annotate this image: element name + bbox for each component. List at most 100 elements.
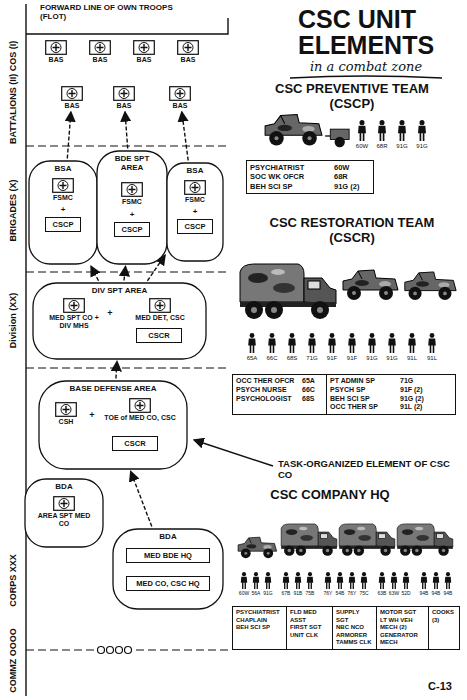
mos-code: 91G [363,355,381,362]
table-cell: BEH SCI SP [250,182,328,191]
echelon-label: BATTALIONS (II) COS (I) [8,32,19,152]
table-cell: UNIT CLK [290,632,329,640]
figure-head [410,333,415,338]
table-cell: BEH SCI SP [330,395,394,404]
area-oval: BASE DEFENSE AREACSHTOE of MED CO, CSCCS… [38,380,188,470]
truck-vehicle [281,524,337,556]
figure-body [288,339,296,346]
commz-boundary-mark [98,647,132,654]
table-cell: PSYCH NURSE [236,386,296,395]
figure-legs [311,345,314,353]
figure-legs [431,345,434,353]
text-label: CSC COMPANY HQ [230,488,430,503]
table-column: PSYCHIATRISTSOC WK OFCRBEH SCI SP [247,161,331,193]
area-shape [167,163,223,261]
mos-code: 91G [393,143,411,150]
mos-code: 60W [353,143,371,150]
medical-unit-symbol [129,398,151,413]
area-shape [33,283,206,359]
mos-code: 94B [430,591,442,597]
table-column: MOTOR SGTLT WH VEH MECH (2)GENERATOR MEC… [377,607,429,649]
area-name: BSA [166,162,224,175]
figure-head [338,572,342,576]
mos-code: 71G [303,355,321,362]
mos-code: 63W [388,591,400,597]
team-box: CSCP [177,219,213,234]
team-name: CSCP [118,225,146,234]
team-name: MED BDE HQ [130,551,206,560]
figure-body [358,126,366,133]
figure-legs [271,345,274,353]
mos-code: 60W [238,591,250,597]
figure-legs [291,345,294,353]
unit-symbol-node: FSMC [175,180,215,204]
figure-legs [360,133,363,141]
figure-head [434,572,438,576]
echelon-label: COMMZ OOOO [8,625,19,695]
figure-legs [391,345,394,353]
table-cell: FIRST SGT [290,624,329,632]
figure-head [290,333,295,338]
title: CSC UNIT ELEMENTS [298,6,463,58]
table-cell: OCC THER SP [330,403,394,412]
area-oval: BDAAREA SPT MED CO [24,478,104,548]
personnel-table: PSYCHIATRISTSOC WK OFCRBEH SCI SP60W68R9… [246,160,374,194]
text-label: in a combat zone [281,60,451,75]
medical-cross [134,41,155,55]
figure-legs [251,345,254,353]
figure-body [265,577,271,583]
table-column: COOKS (3) [429,607,459,649]
figure-legs [447,582,450,589]
figure-legs [423,582,426,589]
figure-body [349,577,355,583]
table-cell: PSYCHOLOGIST [236,395,296,404]
table-cell: ARMORER [336,632,373,640]
table-cell: PT ADMIN SP [330,377,394,386]
figure-body [388,339,396,346]
figure-body [328,339,336,346]
table-cell: 65A [302,377,323,386]
team-name: CSCR [140,331,178,340]
personnel-table: PSYCHIATRISTCHAPLAINBEH SCI SPFLD MED AS… [232,606,460,650]
figure-body [248,339,256,346]
figure-legs [381,582,384,589]
figure-legs [420,133,423,141]
table-cell: LT WH VEH MECH (2) [380,617,425,632]
figure-body [241,577,247,583]
figure-head [350,572,354,576]
support-flow-arrow [182,112,188,161]
mos-code: 67B [280,591,292,597]
area-oval: DIV SPT AREAMED SPT CO + DIV MHSMED DET,… [32,282,207,360]
area-name: BDE SPT AREA [96,150,168,172]
figure-head [380,572,384,576]
medical-unit-symbol [169,86,191,101]
mos-code: 91L [423,355,441,362]
figure-body [368,339,376,346]
area-name: BDA [24,478,104,491]
area-shape [97,151,167,264]
team-name: MED CO, CSC HQ [130,579,206,588]
table-column: 65A66C68S [299,375,327,414]
team-box: CSCP [114,222,150,237]
figure-legs [309,582,312,589]
subtitle-underline [290,76,442,78]
mos-code: 91F [323,355,341,362]
area-name: DIV SPT AREA [32,282,207,295]
echelon-label: BRIGADES (X) [8,155,19,265]
table-cell: PSYCHIATRIST [236,609,283,617]
text-label: TASK-ORGANIZED ELEMENT OF CSC CO [278,459,458,481]
table-column: OCC THER OFCRPSYCH NURSEPSYCHOLOGIST [233,375,299,414]
area-shape [113,529,223,609]
support-flow-arrow [116,362,117,379]
figure-legs [435,582,438,589]
figure-body [268,339,276,346]
figure-body [379,577,385,583]
table-column: 71G91F (2)91G (2)91L (2) [397,375,455,414]
medical-unit-symbol [133,40,155,55]
figure-head [250,333,255,338]
team-box: CSCR [112,436,158,451]
mos-code: 75B [304,591,316,597]
table-column: 60W68R91G (2) [331,161,373,193]
table-cell: COOKS (3) [432,609,456,624]
